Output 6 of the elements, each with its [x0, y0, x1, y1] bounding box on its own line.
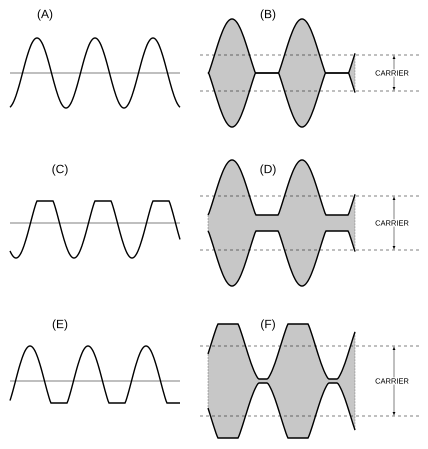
- panel-label: (C): [52, 164, 68, 176]
- panel-label: (D): [260, 164, 276, 176]
- panel-label: (A): [38, 9, 52, 21]
- panel-label: (E): [52, 319, 68, 331]
- panel-label: (B): [260, 9, 276, 21]
- panel-label: (F): [261, 319, 275, 331]
